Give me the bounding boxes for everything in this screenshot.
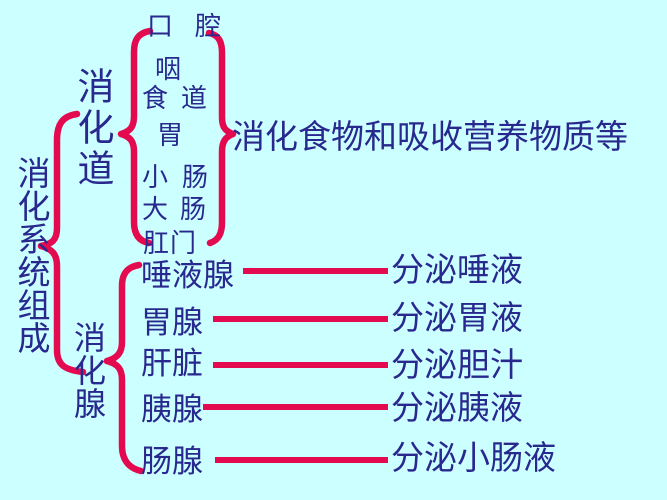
tract-organ-pharynx: 咽 <box>155 55 182 84</box>
gland-liver: 肝脏 <box>141 346 203 381</box>
tract-organ-mouth: 口腔 <box>147 12 244 41</box>
secretion-gastric-juice: 分泌胃液 <box>391 301 523 337</box>
tract-organ-large-intestine: 大肠 <box>142 195 219 224</box>
gland-gastric: 胃腺 <box>141 305 203 340</box>
gland-pancreas: 胰腺 <box>141 392 203 427</box>
tract-organ-anus: 肛门 <box>143 229 198 258</box>
glands-brace <box>103 261 145 475</box>
tract-function-text: 消化食物和吸收营养物质等 <box>232 120 628 156</box>
secretion-bile: 分泌胆汁 <box>391 348 523 384</box>
gland-salivary: 唾液腺 <box>141 258 234 293</box>
secretion-pancreatic-juice: 分泌胰液 <box>391 391 523 427</box>
tract-organ-stomach: 胃 <box>157 121 184 150</box>
glands-branch-label: 消化腺 <box>70 321 106 420</box>
gland-intestinal: 肠腺 <box>141 444 203 479</box>
tract-organ-small-intestine: 小肠 <box>142 163 223 192</box>
root-label: 消化系统组成 <box>12 156 48 354</box>
secretion-saliva: 分泌唾液 <box>391 253 523 289</box>
secretion-intestinal-juice: 分泌小肠液 <box>391 441 556 477</box>
tract-organ-esophagus: 食道 <box>142 84 221 113</box>
tract-branch-label: 消化道 <box>71 67 112 190</box>
